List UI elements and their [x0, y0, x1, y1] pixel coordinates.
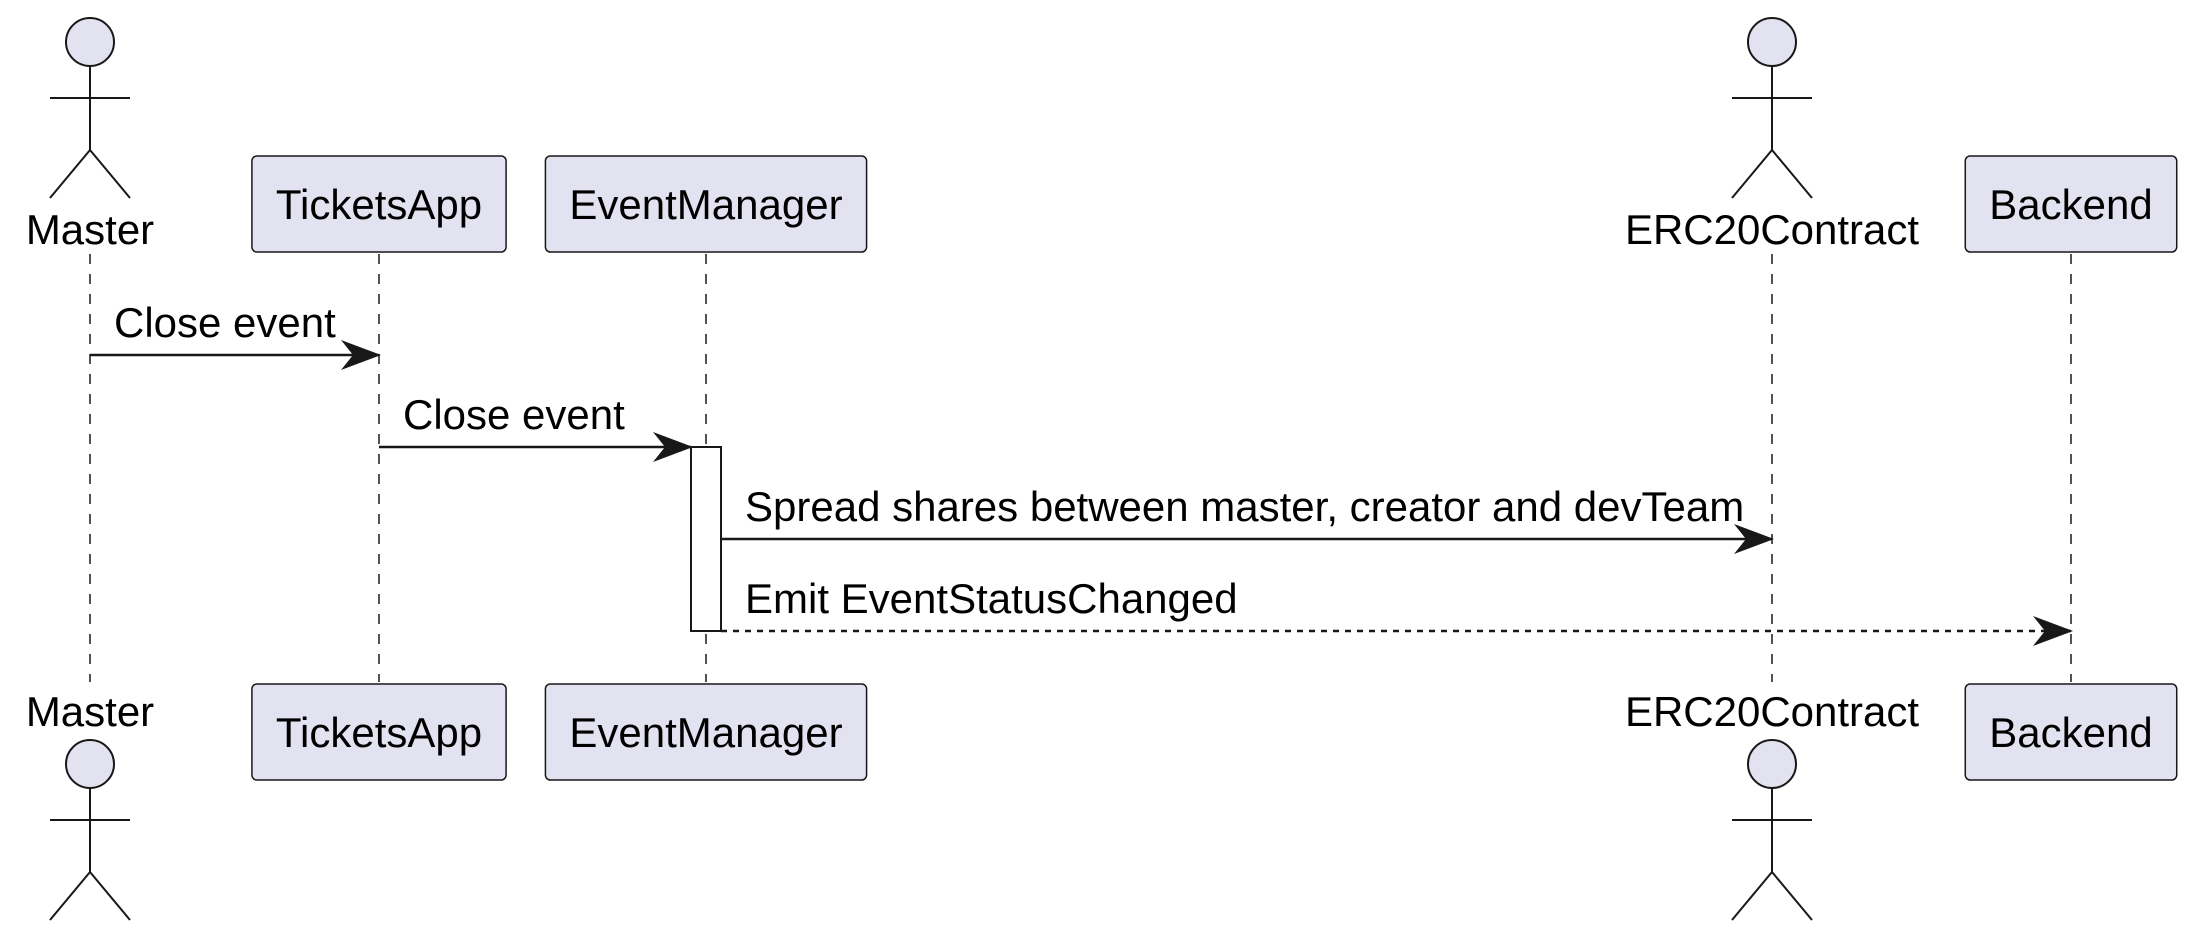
participant-box	[251, 683, 507, 781]
actor-right-leg	[89, 149, 131, 199]
participant-ticketsapp-top: TicketsApp	[251, 155, 507, 253]
participant-label: TicketsApp	[276, 181, 482, 228]
participant-backend-top: Backend	[1964, 155, 2178, 253]
participants: MasterMasterTicketsAppTicketsAppEventMan…	[26, 17, 2178, 921]
actor-left-leg	[49, 871, 91, 921]
participant-label: Master	[26, 688, 154, 735]
message-label-4: Emit EventStatusChanged	[745, 575, 1238, 622]
participant-box	[544, 683, 868, 781]
actor-head	[1747, 739, 1797, 789]
actor-left-leg	[1731, 871, 1773, 921]
message-label-1: Close event	[114, 299, 336, 346]
actor-head	[65, 739, 115, 789]
actor-right-leg	[1771, 149, 1813, 199]
actor-right-leg	[89, 871, 131, 921]
message-label-3: Spread shares between master, creator an…	[745, 483, 1744, 530]
participant-box	[544, 155, 868, 253]
participant-eventmanager-top: EventManager	[544, 155, 868, 253]
participant-ticketsapp-bottom: TicketsApp	[251, 683, 507, 781]
participant-master-top: Master	[26, 17, 154, 253]
participant-label: Backend	[1989, 181, 2152, 228]
message-1: Close event	[90, 299, 381, 370]
actor-head	[1747, 17, 1797, 67]
actor-head	[65, 17, 115, 67]
participant-box	[1964, 683, 2178, 781]
participant-label: Backend	[1989, 709, 2152, 756]
activation-bar-eventmanager	[690, 446, 722, 632]
participant-label: Master	[26, 206, 154, 253]
actor-right-leg	[1771, 871, 1813, 921]
message-2: Close event	[379, 391, 693, 462]
activation-bars	[690, 446, 722, 632]
participant-box	[251, 155, 507, 253]
participant-label: TicketsApp	[276, 709, 482, 756]
participant-label: EventManager	[569, 181, 842, 228]
message-3: Spread shares between master, creator an…	[721, 483, 1774, 554]
actor-left-leg	[1731, 149, 1773, 199]
participant-label: ERC20Contract	[1625, 688, 1919, 735]
participant-master-bottom: Master	[26, 688, 154, 921]
participant-eventmanager-bottom: EventManager	[544, 683, 868, 781]
message-4: Emit EventStatusChanged	[721, 575, 2073, 646]
participant-erc20contract-bottom: ERC20Contract	[1625, 688, 1919, 921]
participant-label: EventManager	[569, 709, 842, 756]
actor-left-leg	[49, 149, 91, 199]
participant-label: ERC20Contract	[1625, 206, 1919, 253]
message-label-2: Close event	[403, 391, 625, 438]
participant-box	[1964, 155, 2178, 253]
participant-erc20contract-top: ERC20Contract	[1625, 17, 1919, 253]
participant-backend-bottom: Backend	[1964, 683, 2178, 781]
